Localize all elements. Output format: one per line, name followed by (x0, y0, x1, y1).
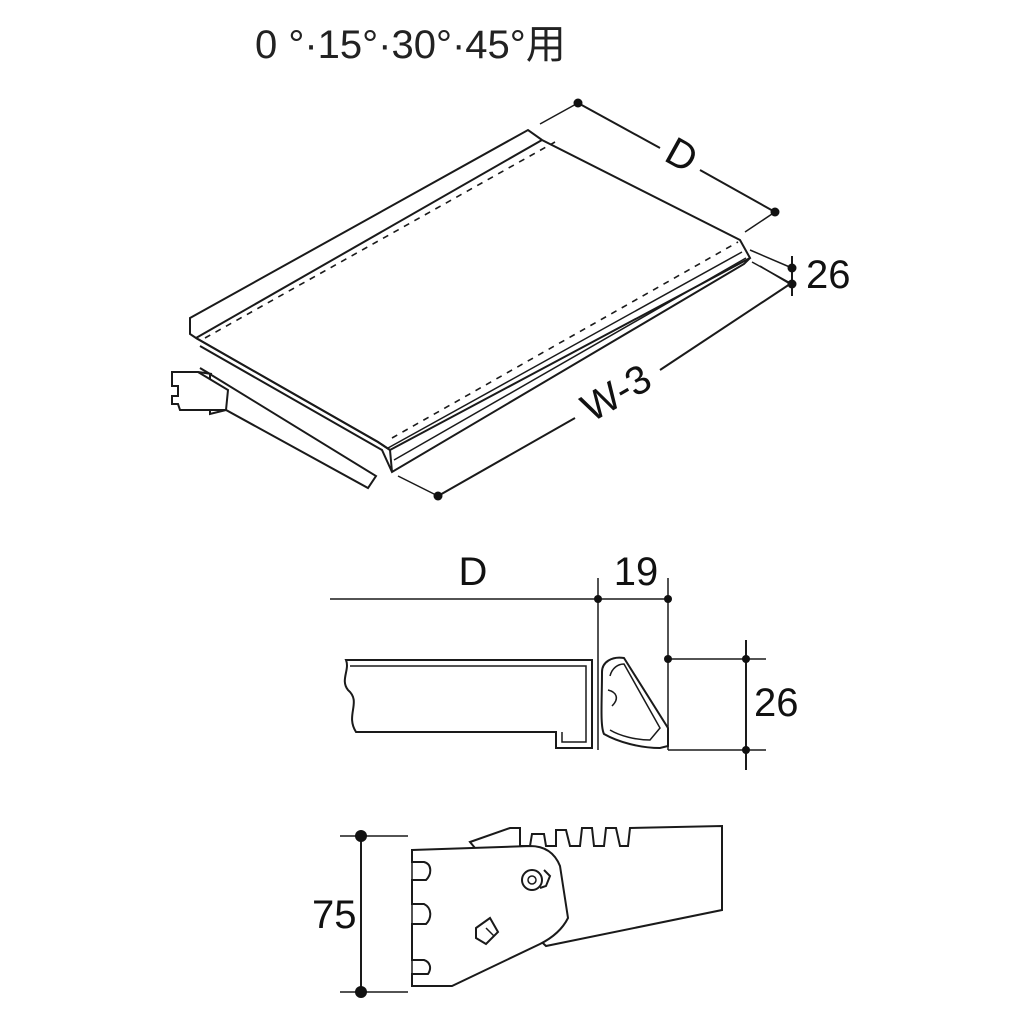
bracket-iso (171, 367, 378, 490)
lip-label-section: 19 (614, 550, 659, 594)
section-view: D 19 26 (330, 550, 799, 770)
bracket-view: 75 (312, 824, 723, 998)
height-label-section: 26 (754, 681, 799, 725)
width-label-iso: W-3 (574, 356, 659, 430)
height-label-bracket: 75 (312, 893, 357, 937)
dim-height-iso: 26 (749, 249, 851, 297)
shelf-profile (343, 656, 669, 750)
depth-label-section: D (459, 550, 488, 594)
shelf-panel (189, 128, 752, 474)
title: 0 °·15°·30°·45°用 (255, 23, 566, 67)
height-label-iso: 26 (806, 253, 851, 297)
isometric-view: D 26 W-3 (171, 98, 851, 501)
depth-label-iso: D (658, 129, 705, 181)
